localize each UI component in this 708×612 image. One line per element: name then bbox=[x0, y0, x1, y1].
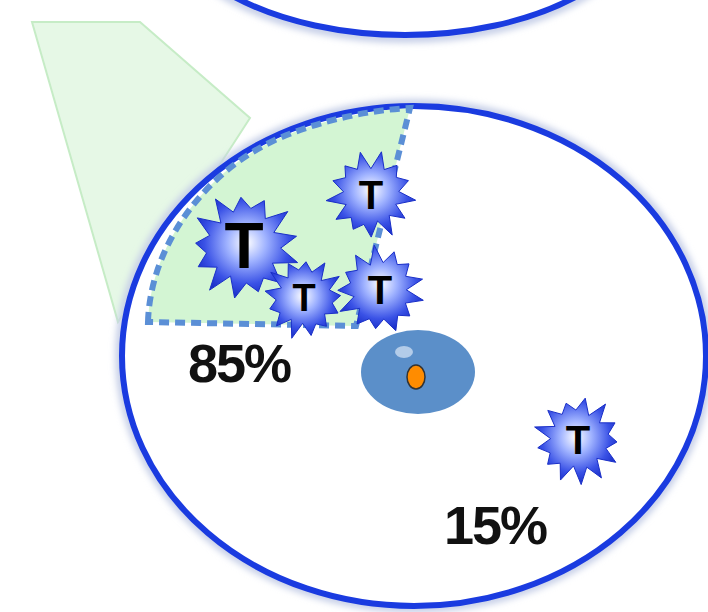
nucleus bbox=[361, 330, 475, 414]
star-outline bbox=[535, 398, 617, 484]
star-outline bbox=[338, 245, 424, 331]
cell-letter: T bbox=[359, 175, 383, 215]
upper-cell bbox=[160, 0, 650, 35]
t-cell-star: T bbox=[338, 248, 422, 332]
cell-letter: T bbox=[292, 279, 315, 317]
nucleolus bbox=[407, 365, 425, 389]
cell-letter: T bbox=[224, 214, 263, 278]
upper-cell-shadow bbox=[157, 0, 653, 38]
percentage-label: 85% bbox=[188, 336, 290, 390]
star-outline bbox=[326, 152, 416, 237]
cell-shadow bbox=[120, 104, 708, 608]
star-outline bbox=[265, 262, 341, 338]
percentage-label: 15% bbox=[444, 498, 546, 552]
t-cell-star: T bbox=[536, 398, 620, 482]
t-cell-star: T bbox=[265, 259, 343, 337]
t-cell-star: T bbox=[329, 153, 413, 237]
nucleus-highlight bbox=[395, 346, 413, 358]
cell-letter: T bbox=[566, 420, 590, 460]
cell-letter: T bbox=[368, 270, 392, 310]
cell-membrane bbox=[122, 106, 706, 606]
